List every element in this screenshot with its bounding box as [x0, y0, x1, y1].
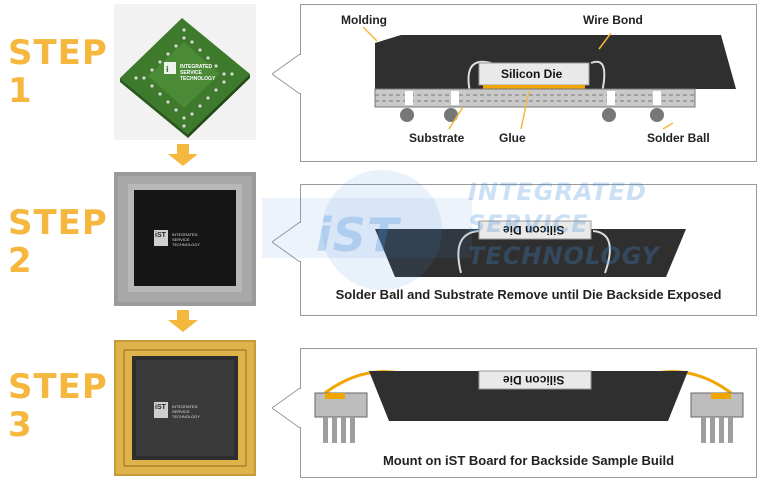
step-3-caption: Mount on iST Board for Backside Sample B… — [382, 453, 675, 468]
step-2-label: STEP 2 — [8, 206, 108, 278]
step-word: STEP — [8, 203, 108, 243]
glue-label: Glue — [499, 131, 526, 145]
bga-package-photo: i INTEGRATED SERVICE TECHNOLOGY — [114, 4, 256, 140]
callout-pointer-icon — [272, 388, 302, 428]
chip-logo-text: TECHNOLOGY — [172, 242, 201, 247]
solder-ball-label: Solder Ball — [647, 131, 710, 145]
step-1-label: STEP 1 — [8, 36, 108, 108]
mounted-die-photo: iST INTEGRATED SERVICE TECHNOLOGY — [114, 340, 256, 476]
svg-text:i: i — [166, 65, 169, 74]
chip-logo-mark: iST — [155, 404, 166, 411]
silicon-die-label: Silicon Die — [501, 67, 563, 81]
die-backside-photo: iST INTEGRATED SERVICE TECHNOLOGY — [114, 172, 256, 306]
step-2-cross-section: Silicon Die Solder Ball and Substrate Re… — [300, 184, 757, 316]
arrow-down-icon — [168, 310, 198, 332]
chip-logo-text: INTEGRATED — [180, 64, 213, 70]
chip-logo-text: TECHNOLOGY — [180, 76, 216, 82]
callout-pointer-icon — [272, 222, 302, 262]
step-1-cross-section: Molding Wire Bond Silicon Die Substrate … — [300, 4, 757, 162]
chip-logo-text: SERVICE — [172, 409, 190, 414]
chip-logo-text: TECHNOLOGY — [172, 414, 201, 419]
arrow-down-icon — [168, 144, 198, 166]
molding-label: Molding — [341, 13, 387, 27]
chip-logo-text: SERVICE — [172, 237, 190, 242]
step-number: 1 — [8, 71, 32, 111]
step-number: 2 — [8, 241, 32, 281]
step-word: STEP — [8, 367, 108, 407]
silicon-die-label: Silicon Die — [503, 373, 565, 387]
wire-bond-label: Wire Bond — [583, 13, 643, 27]
step-3-label: STEP 3 — [8, 370, 108, 442]
chip-logo-text: INTEGRATED — [172, 404, 198, 409]
substrate-label: Substrate — [409, 131, 465, 145]
chip-logo-text: SERVICE — [180, 70, 202, 76]
chip-logo-text: INTEGRATED — [172, 232, 198, 237]
step-number: 3 — [8, 405, 32, 445]
callout-pointer-icon — [272, 54, 302, 94]
step-3-cross-section: Silicon Die Mount on iST Board for Backs… — [300, 348, 757, 478]
silicon-die-label: Silicon Die — [503, 223, 565, 237]
step-2-caption: Solder Ball and Substrate Remove until D… — [335, 287, 722, 302]
chip-logo-mark: iST — [155, 232, 166, 239]
step-word: STEP — [8, 33, 108, 73]
